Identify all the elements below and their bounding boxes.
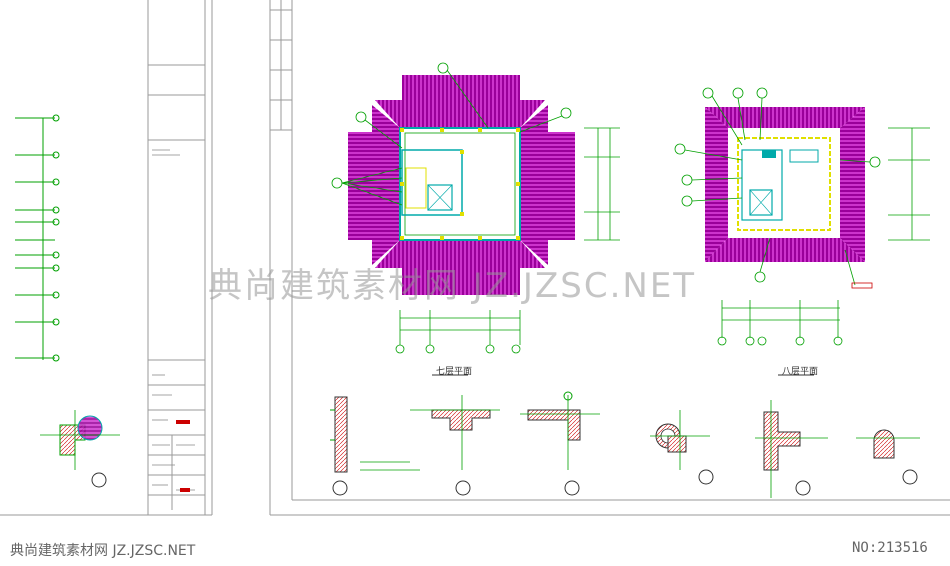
right-plan-body — [737, 137, 831, 231]
title-block-stamp-2 — [180, 488, 190, 492]
left-corner-detail — [40, 410, 120, 488]
sheet-frames — [0, 0, 950, 516]
detail-6 — [330, 396, 420, 496]
detail-2 — [520, 391, 600, 496]
left-plan-roof — [348, 75, 575, 295]
watermark-id: NO:213516 — [852, 540, 928, 556]
left-plan-title: 七层平面 — [436, 367, 473, 377]
watermark-center: 典尚建筑素材网 JZ.JZSC.NET — [208, 266, 697, 306]
title-block-stamp — [176, 420, 190, 424]
left-plan-leaders — [331, 62, 620, 354]
left-elevation — [15, 114, 60, 362]
detail-4 — [755, 400, 828, 498]
left-plan-body — [399, 127, 521, 241]
right-plan-roof — [705, 107, 865, 262]
title-block-text — [152, 149, 195, 491]
right-plan-title: 八层平面 — [782, 367, 819, 377]
right-plan-note — [851, 282, 873, 289]
watermark-bottom: 典尚建筑素材网 JZ.JZSC.NET — [10, 543, 196, 559]
right-plan-leaders — [674, 87, 930, 346]
detail-1 — [410, 395, 500, 496]
detail-3 — [650, 410, 714, 485]
detail-5 — [856, 429, 920, 485]
